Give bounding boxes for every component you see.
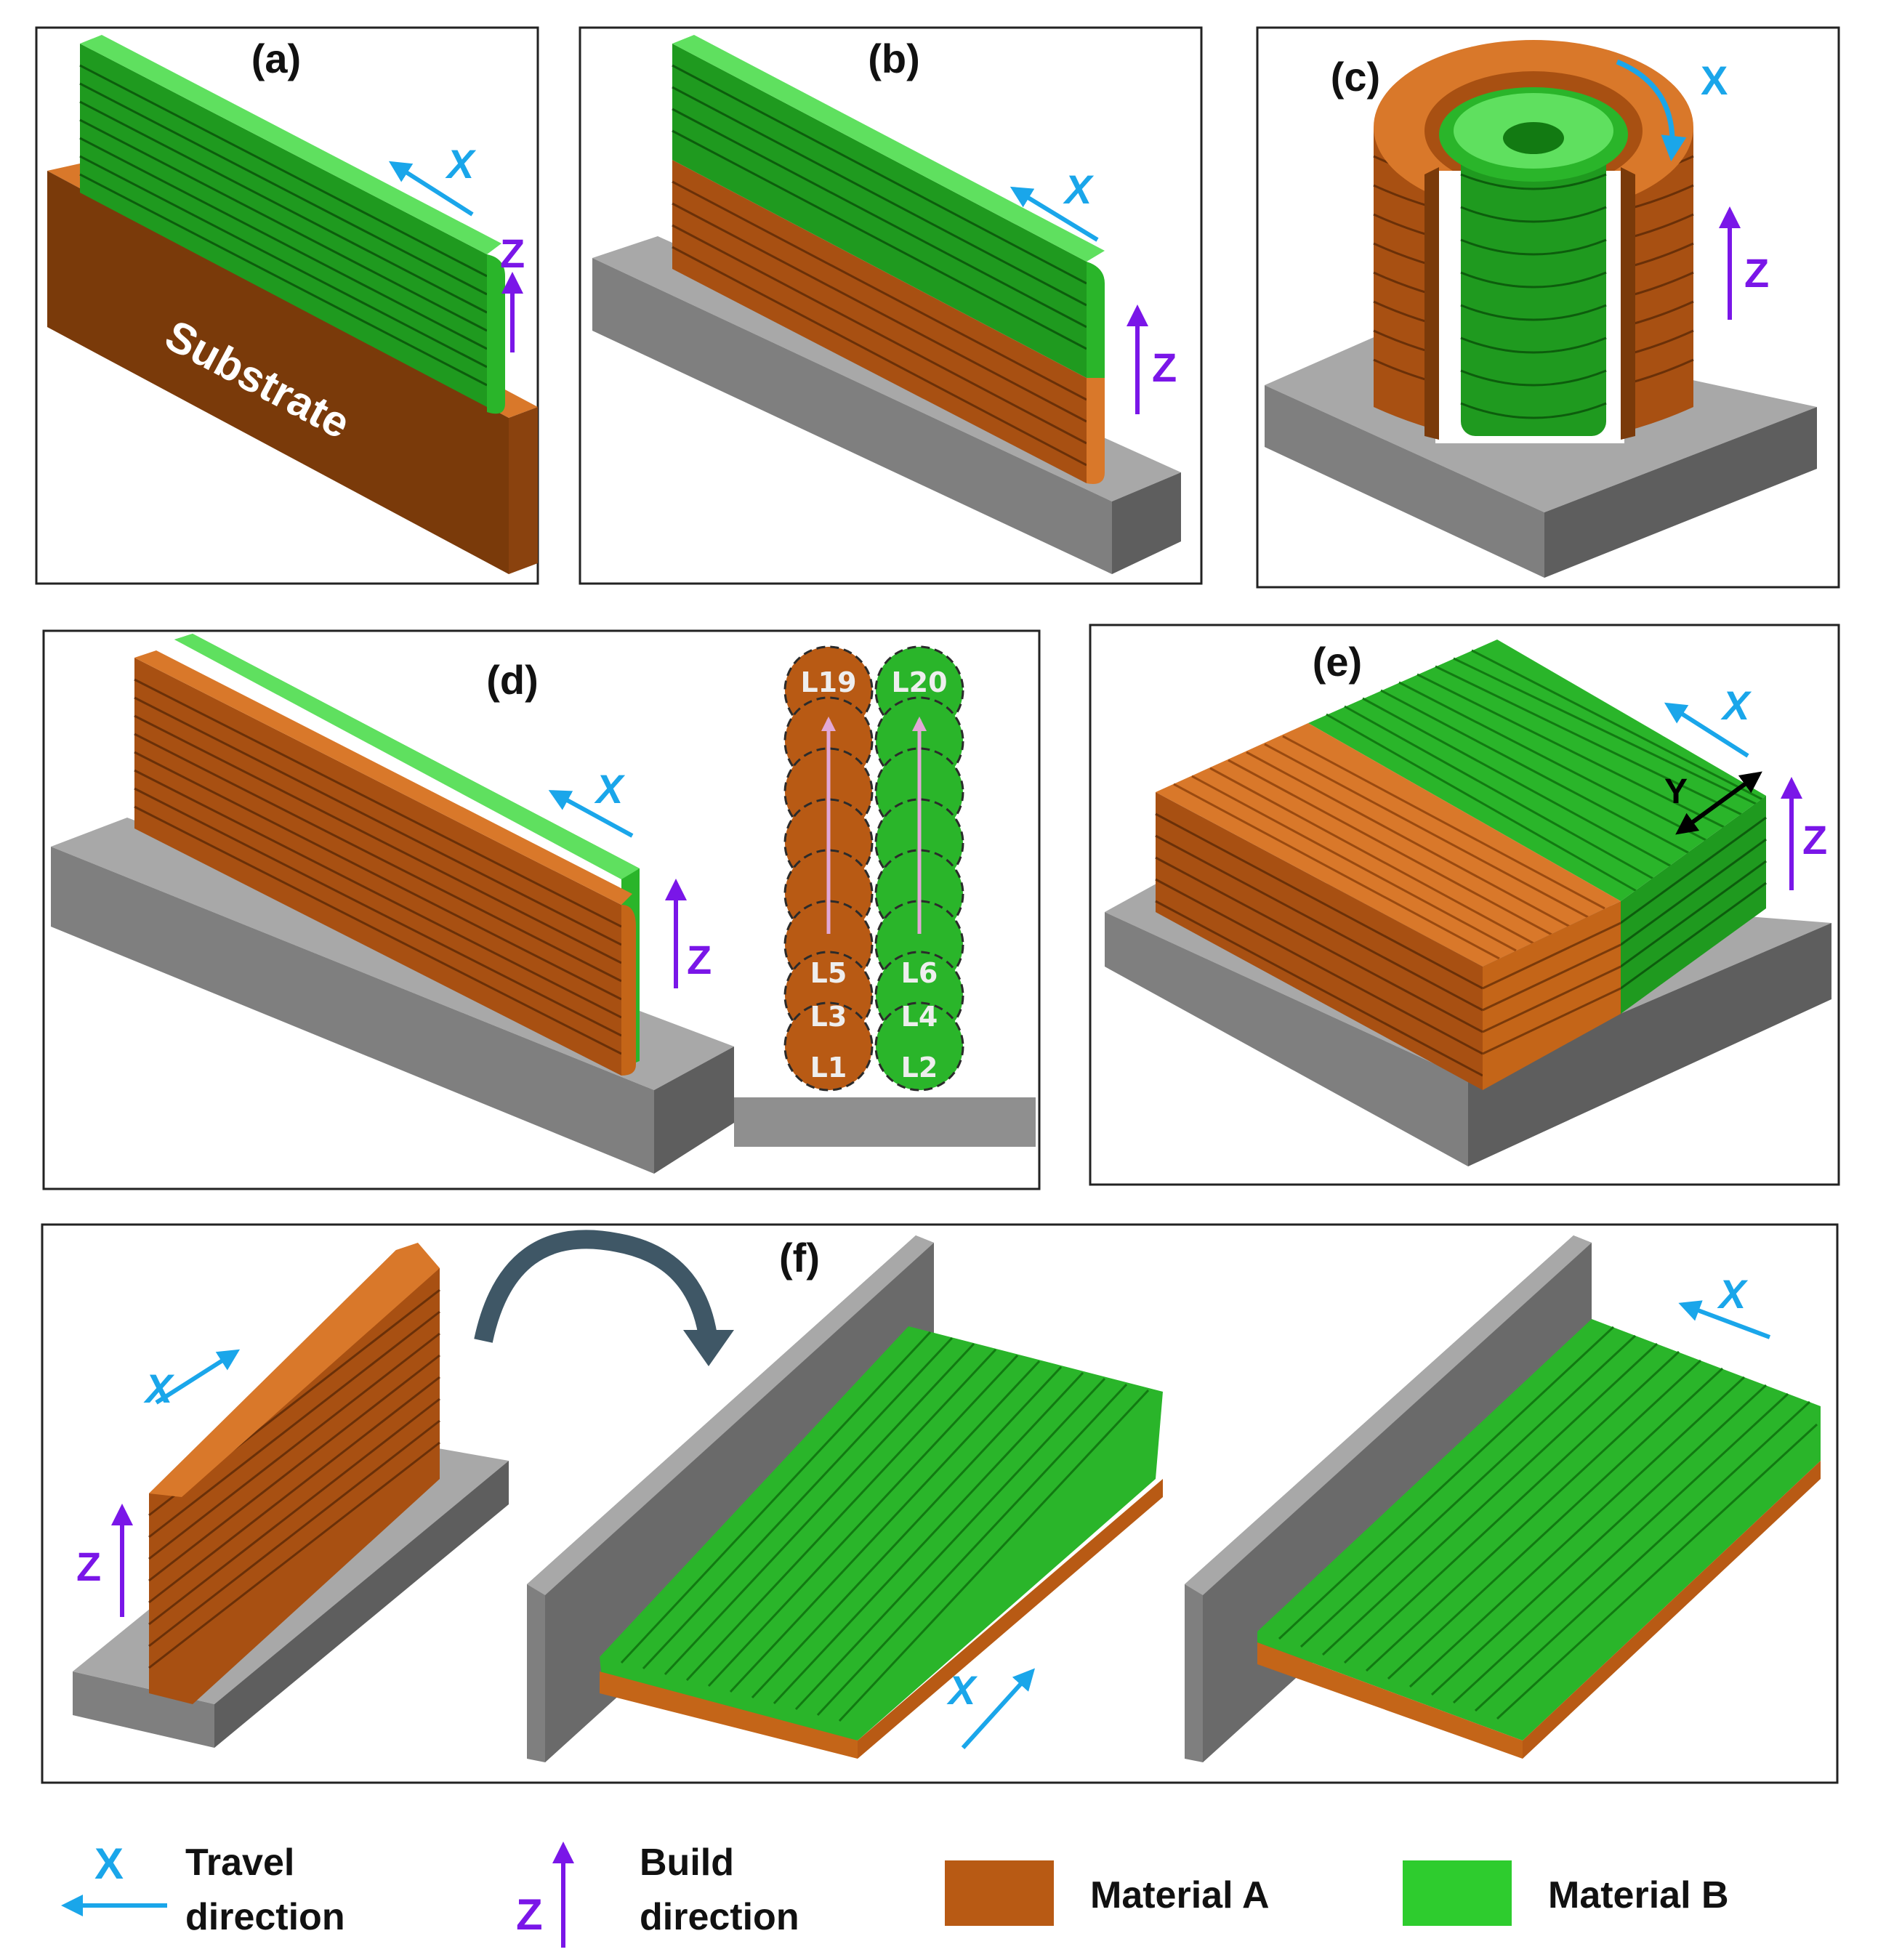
rotate-arrow-head xyxy=(683,1330,734,1366)
panel-f-x-label-1: X xyxy=(143,1366,175,1411)
panel-f-travel-arrow-1 xyxy=(155,1349,241,1405)
panel-e: (e) X Y Z xyxy=(1089,624,1840,1186)
panel-f-travel-arrow-3 xyxy=(1678,1300,1771,1339)
panel-c: (c) X Z xyxy=(1256,26,1840,589)
legend-material-b-label: Material B xyxy=(1548,1874,1729,1916)
panel-f-z-label: Z xyxy=(76,1544,101,1589)
panel-d-wall xyxy=(134,634,640,1076)
panel-c-cylinder xyxy=(1373,40,1694,443)
layer-l2: L2 xyxy=(901,1052,938,1084)
panel-e-y-label: Y xyxy=(1664,773,1688,811)
panel-c-travel-arrow xyxy=(1616,59,1687,161)
legend-travel-line2: direction xyxy=(185,1896,345,1938)
panel-f-wall-upright xyxy=(73,1243,509,1748)
panel-a-wall xyxy=(79,35,505,414)
panel-c-x-label: X xyxy=(1701,57,1728,103)
panel-f-travel-arrow-2 xyxy=(961,1668,1036,1750)
panel-a-z-label: Z xyxy=(500,230,525,276)
layer-l19: L19 xyxy=(800,666,856,698)
panel-f-x-label-3: X xyxy=(1717,1271,1749,1317)
layer-l3: L3 xyxy=(810,1001,847,1033)
panel-b-x-label: X xyxy=(1063,166,1095,212)
panel-f-label: (f) xyxy=(779,1235,820,1281)
panel-a-x-label: X xyxy=(445,141,477,187)
panel-a-travel-arrow xyxy=(388,161,474,217)
panel-c-z-label: Z xyxy=(1744,250,1769,296)
panel-b-wall xyxy=(672,35,1105,484)
legend-travel-symbol: X xyxy=(94,1839,124,1888)
panel-d-travel-arrow xyxy=(548,790,634,838)
layer-l6: L6 xyxy=(901,957,938,989)
rotate-arrow xyxy=(474,1230,718,1343)
legend-build-line2: direction xyxy=(640,1896,799,1938)
panel-b-label: (b) xyxy=(868,36,920,81)
panel-e-y-arrow xyxy=(1675,771,1762,835)
panel-e-z-label: Z xyxy=(1802,817,1827,863)
legend-travel-line1: Travel xyxy=(185,1842,294,1884)
panel-f-x-label-2: X xyxy=(946,1667,978,1713)
panel-f-rotated-2 xyxy=(1185,1235,1821,1762)
panel-e-block xyxy=(1155,640,1767,1090)
panel-e-label: (e) xyxy=(1313,639,1362,685)
legend: X Travel direction Z Build direction Mat… xyxy=(61,1839,1729,1948)
panel-f-rotated-1 xyxy=(527,1235,1163,1762)
panel-d-x-label: X xyxy=(594,766,626,812)
legend-build-line1: Build xyxy=(640,1842,734,1884)
panel-d: (d) X Z L19 L20 L5 xyxy=(42,629,1041,1190)
panel-f: (f) X Z xyxy=(41,1223,1839,1784)
panel-e-travel-arrow xyxy=(1664,702,1749,758)
layer-l4: L4 xyxy=(901,1001,938,1033)
legend-build-symbol: Z xyxy=(516,1890,543,1939)
panel-d-cross-section: L19 L20 L5 L6 L3 L4 L1 L2 xyxy=(734,645,1036,1147)
panel-b-travel-arrow xyxy=(1009,186,1099,242)
layer-l5: L5 xyxy=(810,957,847,989)
panel-a-label: (a) xyxy=(251,36,301,81)
layer-l20: L20 xyxy=(891,666,947,698)
legend-material-a-swatch xyxy=(945,1860,1054,1926)
panel-b-z-label: Z xyxy=(1152,344,1177,390)
panel-e-x-label: X xyxy=(1720,682,1752,728)
layer-l1: L1 xyxy=(810,1052,847,1084)
panel-b: (b) X Z xyxy=(579,26,1203,585)
legend-material-a-label: Material A xyxy=(1090,1874,1270,1916)
panel-a: (a) Substrate X Z xyxy=(35,26,539,585)
legend-material-b-swatch xyxy=(1403,1860,1512,1926)
panel-d-label: (d) xyxy=(486,657,539,703)
panel-c-label: (c) xyxy=(1331,54,1380,100)
panel-d-z-label: Z xyxy=(687,937,712,983)
